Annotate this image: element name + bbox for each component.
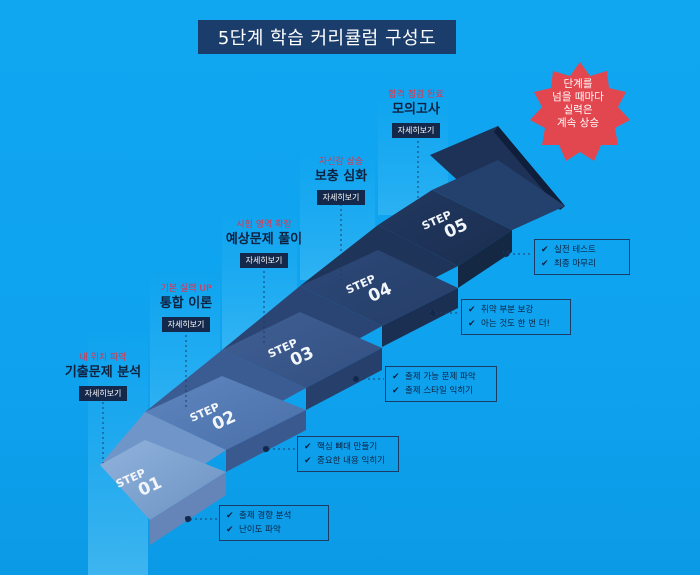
list-item: ✔중요한 내용 익히기 [304, 456, 385, 466]
step-5-info-box: ✔실전 테스트 ✔최종 마무리 [534, 239, 630, 275]
page-title: 5단계 학습 커리큘럼 구성도 [198, 20, 456, 54]
list-item: ✔아는 것도 한 번 더! [468, 319, 550, 329]
badge-line-3: 실력은 [563, 104, 593, 116]
check-icon: ✔ [468, 305, 476, 315]
step-4-info-box: ✔취약 부분 보강 ✔아는 것도 한 번 더! [461, 299, 571, 335]
check-icon: ✔ [226, 525, 234, 535]
step-1-detail-button[interactable]: 자세히보기 [78, 386, 128, 401]
step-3-info-box: ✔출제 가능 문제 파악 ✔출제 스타일 익히기 [385, 366, 497, 402]
step-4-subtitle: 자신감 상승 [318, 157, 364, 167]
check-icon: ✔ [304, 456, 312, 466]
check-icon: ✔ [541, 245, 549, 255]
step-1-block [100, 440, 226, 545]
badge-line-1: 단계를 [563, 78, 593, 90]
list-item: ✔출제 가능 문제 파악 [392, 372, 476, 382]
step-3-block [222, 312, 382, 410]
step-3-title: 예상문제 풀이 [225, 232, 303, 247]
step-5-title: 모의고사 [392, 102, 440, 117]
list-item: ✔핵심 뼈대 만들기 [304, 442, 378, 452]
step-5-subtitle: 합격 점검 완료 [388, 90, 444, 100]
step-4-detail-button[interactable]: 자세히보기 [316, 190, 366, 205]
step-2-heading: 기본 실력 UP 통합 이론 자세히보기 [121, 283, 251, 332]
list-item: ✔최종 마무리 [541, 259, 596, 269]
check-icon: ✔ [468, 319, 476, 329]
check-icon: ✔ [392, 386, 400, 396]
step-2-title: 통합 이론 [159, 296, 213, 311]
step-2-block [145, 376, 306, 472]
check-icon: ✔ [226, 511, 234, 521]
step-1-subtitle: 내 위치 파악 [79, 353, 127, 363]
step-1-title: 기출문제 분석 [64, 365, 142, 380]
badge-line-4: 계속 상승 [557, 117, 599, 129]
list-item: ✔난이도 파악 [226, 525, 281, 535]
list-item: ✔출제 경향 분석 [226, 511, 292, 521]
step-1-info-box: ✔출제 경향 분석 ✔난이도 파악 [219, 505, 329, 541]
step-4-title: 보충 심화 [314, 169, 368, 184]
badge-line-2: 넘을 때마다 [552, 91, 604, 103]
badge-text: 단계를 넘을 때마다 실력은 계속 상승 [522, 78, 634, 130]
step-2-subtitle: 기본 실력 UP [160, 284, 212, 294]
check-icon: ✔ [541, 259, 549, 269]
step-5-block [378, 160, 565, 288]
badge-burst [530, 62, 630, 161]
list-item: ✔취약 부분 보강 [468, 305, 534, 315]
step-3-detail-button[interactable]: 자세히보기 [239, 253, 289, 268]
step-4-heading: 자신감 상승 보충 심화 자세히보기 [276, 156, 406, 205]
step-4-block [300, 250, 458, 347]
step-2-detail-button[interactable]: 자세히보기 [161, 317, 211, 332]
check-icon: ✔ [304, 442, 312, 452]
check-icon: ✔ [392, 372, 400, 382]
step-3-subtitle: 시험 영역 확장 [236, 220, 292, 230]
step-5-detail-button[interactable]: 자세히보기 [391, 123, 441, 138]
list-item: ✔실전 테스트 [541, 245, 596, 255]
step-5-heading: 합격 점검 완료 모의고사 자세히보기 [351, 89, 481, 138]
list-item: ✔출제 스타일 익히기 [392, 386, 473, 396]
step-2-info-box: ✔핵심 뼈대 만들기 ✔중요한 내용 익히기 [297, 436, 399, 472]
step-3-heading: 시험 영역 확장 예상문제 풀이 자세히보기 [199, 219, 329, 268]
step-1-heading: 내 위치 파악 기출문제 분석 자세히보기 [38, 352, 168, 401]
